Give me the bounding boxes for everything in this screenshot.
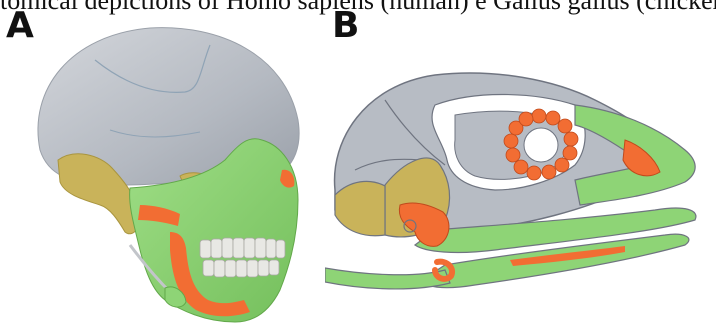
occipital-bone xyxy=(335,181,385,235)
teeth xyxy=(200,238,285,277)
pupil-opening xyxy=(524,128,558,162)
palate-strip xyxy=(325,268,450,289)
human-skull-illustration xyxy=(0,0,320,325)
chicken-skull-illustration xyxy=(325,0,716,325)
